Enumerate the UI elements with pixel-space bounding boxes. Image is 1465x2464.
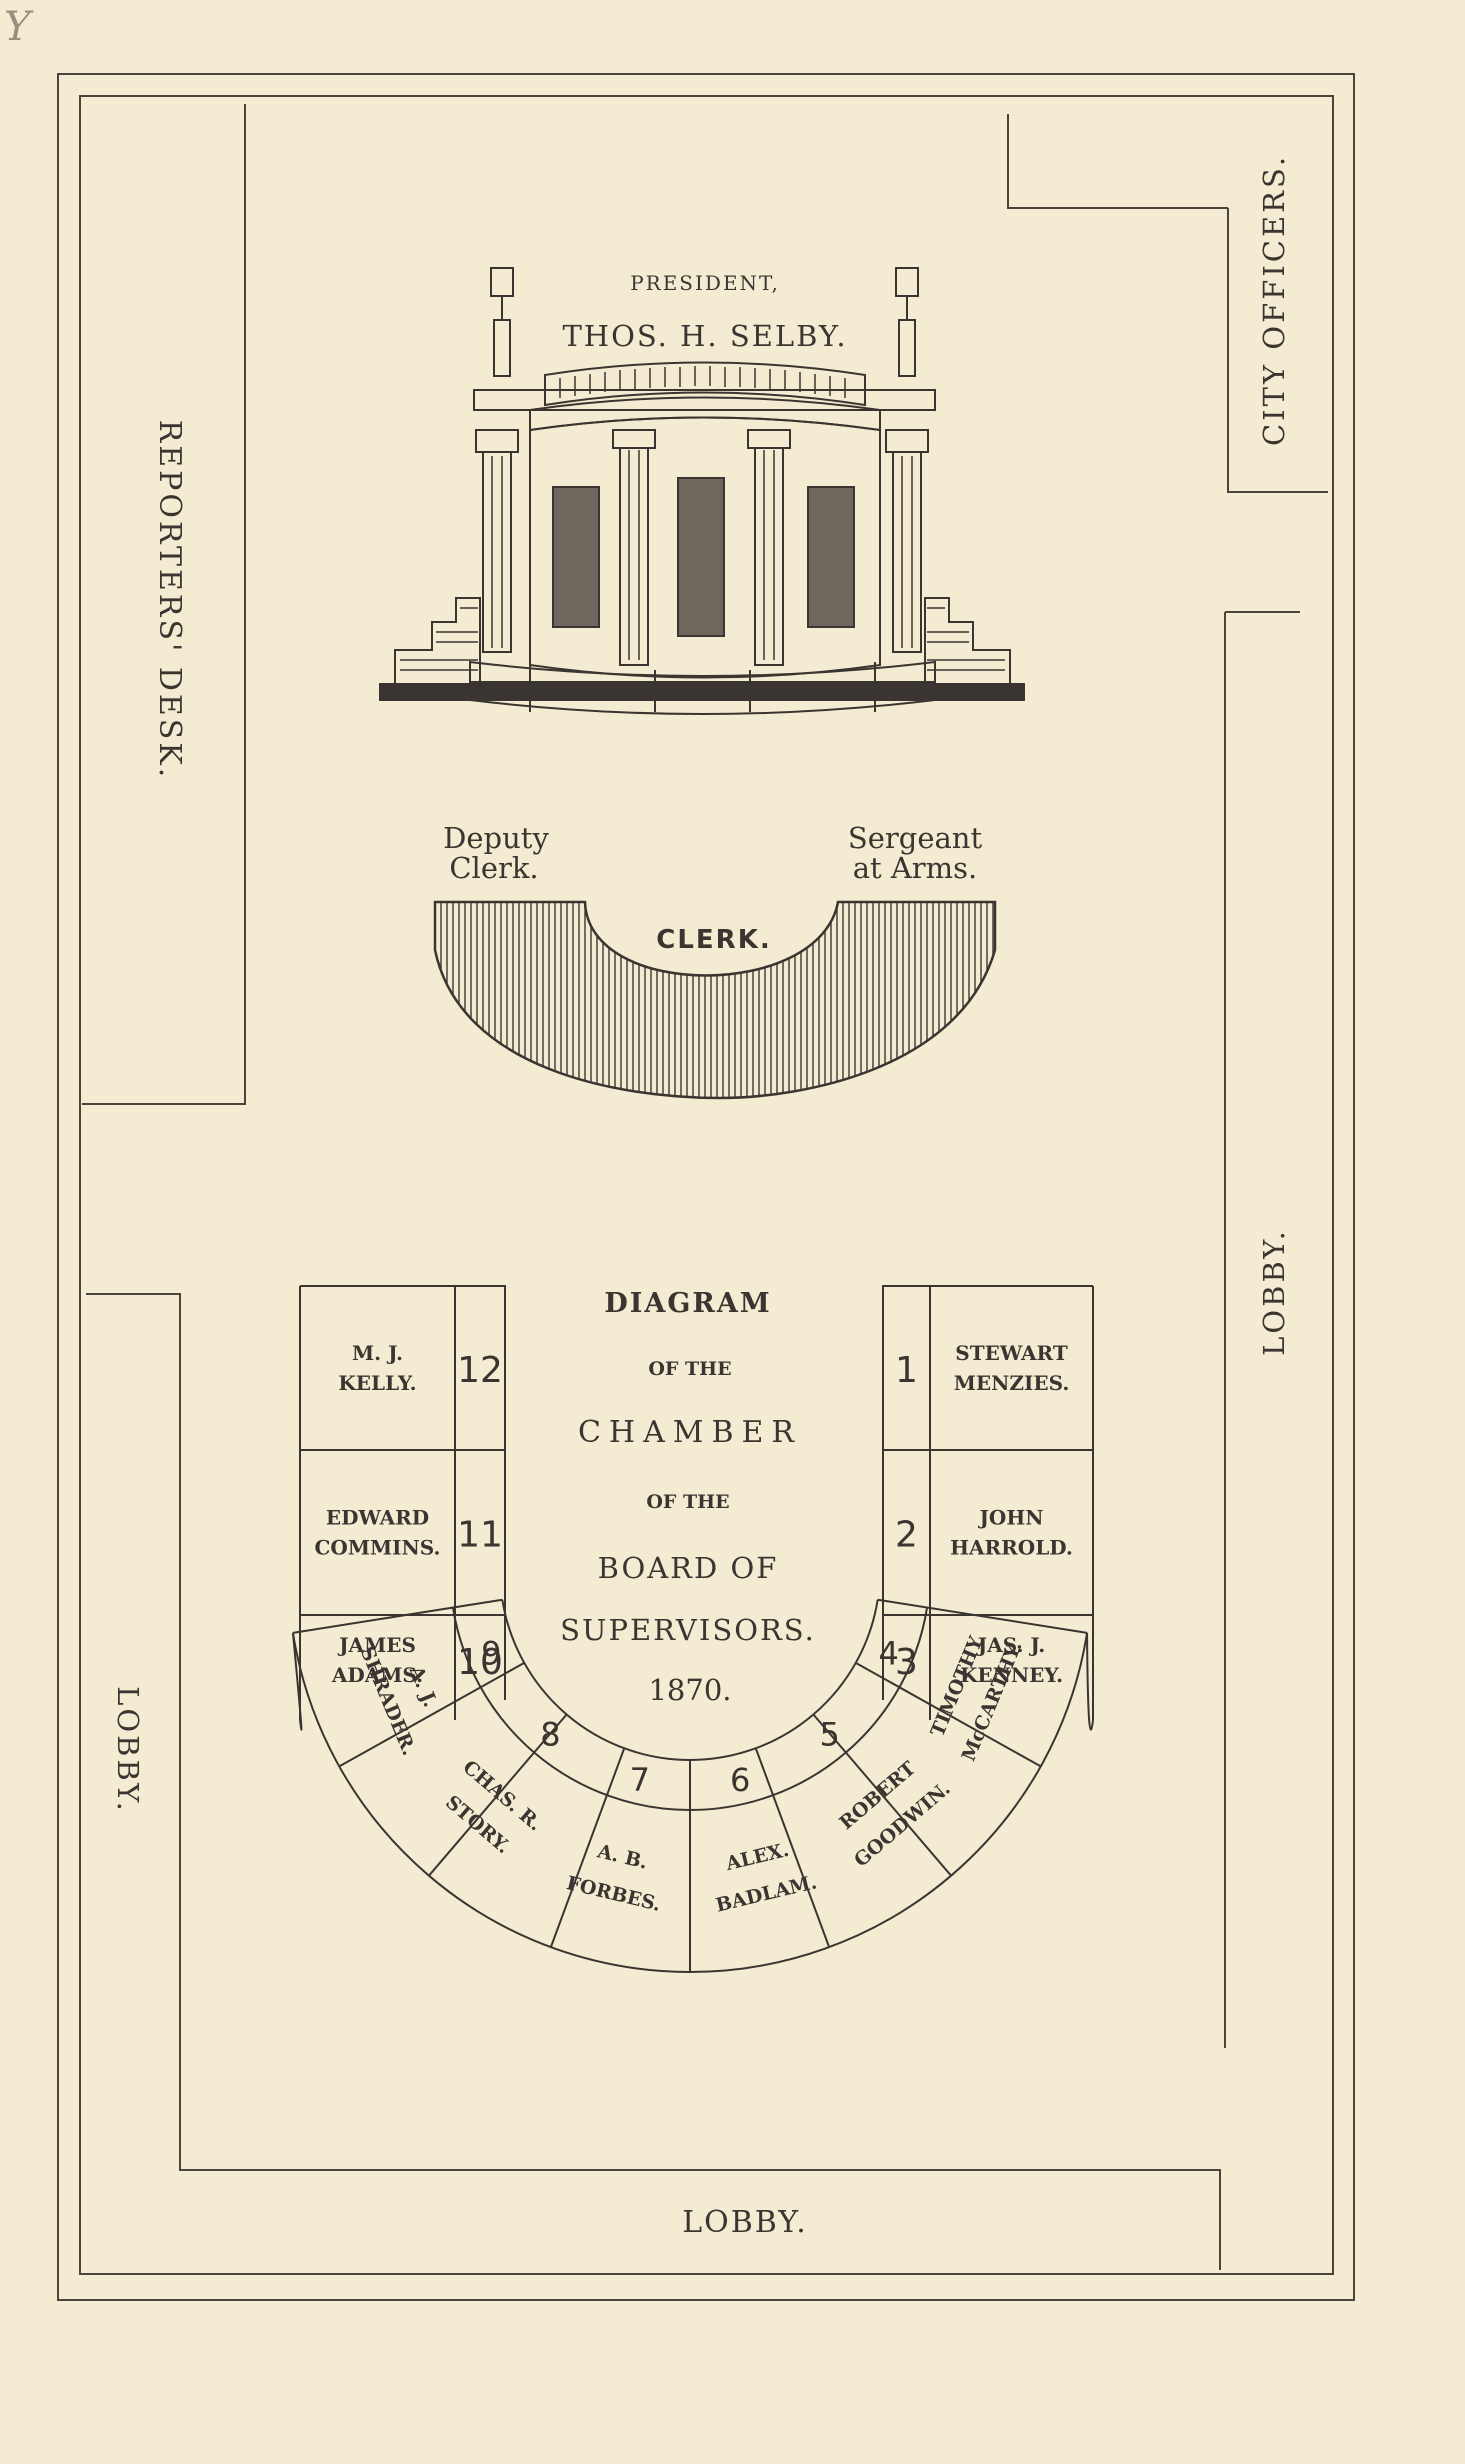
seat-10-name: ADAMS. [331, 1663, 423, 1687]
seat-radial-divider [855, 1661, 1042, 1768]
seat-7-name: FORBES. [564, 1872, 663, 1916]
seat-10-number: 10 [457, 1642, 503, 1683]
seat-2: 2 JOHN HARROLD. [895, 1506, 1073, 1560]
svg-text:Sergeant: Sergeant [848, 821, 983, 855]
seat-12: 12 M. J. KELLY. [338, 1341, 502, 1395]
reporters-desk-label: REPORTERS' DESK. [152, 420, 187, 781]
seat-3: 3 JAS. J. KENNEY. [895, 1633, 1063, 1687]
svg-text:Deputy: Deputy [443, 821, 549, 855]
seat-6-name: ALEX. [723, 1839, 791, 1876]
reporters-desk-area [82, 104, 246, 1105]
center-title-line-1: DIAGRAM [604, 1288, 771, 1319]
seat-12-name: KELLY. [338, 1371, 416, 1395]
seat-3-number: 3 [895, 1642, 918, 1683]
seat-radial-divider [812, 1713, 952, 1877]
seats-left-column [299, 1285, 506, 1720]
seat-1-name: MENZIES. [954, 1371, 1070, 1395]
center-title-line-3: CHAMBER [578, 1415, 802, 1450]
president-title: PRESIDENT, [630, 271, 780, 295]
seat-6-name: BADLAM. [714, 1871, 819, 1916]
seating-horseshoe [291, 1285, 1094, 1973]
seat-1: 1 STEWART MENZIES. [895, 1341, 1069, 1395]
seat-2-name: HARROLD. [950, 1536, 1073, 1560]
seat-5-number: 5 [819, 1715, 839, 1753]
center-title-line-6: SUPERVISORS. [560, 1613, 816, 1647]
city-officers-label: CITY OFFICERS. [1257, 154, 1291, 446]
president-dais [379, 267, 1025, 715]
room-outline [57, 73, 1355, 2301]
seat-12-name: M. J. [352, 1341, 403, 1365]
arc-join-right [1086, 1632, 1094, 1731]
seat-11: 11 EDWARD COMMINS. [315, 1506, 503, 1560]
svg-text:at Arms.: at Arms. [853, 851, 978, 885]
seat-radial-divider [428, 1713, 568, 1877]
deputy-clerk-label: Deputy Clerk. [443, 821, 549, 885]
seat-9-name: SHRADER. [356, 1644, 421, 1759]
seat-11-name: EDWARD [326, 1506, 429, 1530]
center-title-line-7: 1870. [648, 1673, 731, 1707]
seat-7: 7 A. B.FORBES. [564, 1761, 663, 1916]
center-title-line-5: BOARD OF [598, 1551, 779, 1585]
seat-12-number: 12 [457, 1350, 503, 1391]
lobby-left-area [86, 1293, 1221, 2270]
seat-3-name: KENNEY. [960, 1663, 1063, 1687]
seat-4-number: 4 [878, 1634, 898, 1672]
seat-10-name: JAMES [337, 1633, 416, 1657]
seat-3-name: JAS. J. [976, 1633, 1046, 1657]
seat-11-name: COMMINS. [315, 1536, 441, 1560]
seat-10: 10 JAMES ADAMS. [331, 1633, 503, 1687]
clerk-desk [433, 900, 997, 1100]
seat-8-number: 8 [540, 1715, 560, 1753]
seats-right-column [882, 1285, 1094, 1720]
arc-join-left [291, 1632, 303, 1731]
seat-radial-divider [292, 1598, 503, 1634]
corner-mark: Y [4, 4, 34, 50]
seat-9-number: 9 [481, 1634, 501, 1672]
city-officers-area [1007, 114, 1328, 493]
president-name: THOS. H. SELBY. [562, 319, 847, 353]
center-title: DIAGRAM OF THE CHAMBER OF THE BOARD OF S… [560, 1288, 816, 1707]
seat-6-number: 6 [730, 1761, 750, 1799]
seat-radial-divider [877, 1598, 1088, 1634]
seat-radial-divider [338, 1661, 525, 1768]
seat-1-number: 1 [895, 1350, 918, 1391]
seat-7-number: 7 [630, 1761, 650, 1799]
arc-inner [501, 1599, 879, 1761]
lobby-left-label: LOBBY. [111, 1686, 145, 1814]
seat-1-name: STEWART [955, 1341, 1068, 1365]
svg-text:Clerk.: Clerk. [449, 851, 538, 885]
seat-radial-divider [549, 1747, 626, 1948]
lobby-right-area [1224, 611, 1300, 2048]
seat-radial-divider [754, 1747, 831, 1948]
seat-7-name: A. B. [594, 1840, 649, 1873]
clerk-label: CLERK. [656, 925, 771, 955]
center-title-line-4: OF THE [646, 1491, 729, 1513]
seat-2-name: JOHN [977, 1506, 1043, 1530]
seat-11-number: 11 [457, 1515, 503, 1556]
seat-2-number: 2 [895, 1515, 918, 1556]
lobby-right-label: LOBBY. [1257, 1228, 1291, 1356]
sergeant-at-arms-label: Sergeant at Arms. [848, 821, 983, 885]
lobby-bottom-label: LOBBY. [682, 2205, 808, 2240]
center-title-line-2: OF THE [648, 1358, 731, 1380]
